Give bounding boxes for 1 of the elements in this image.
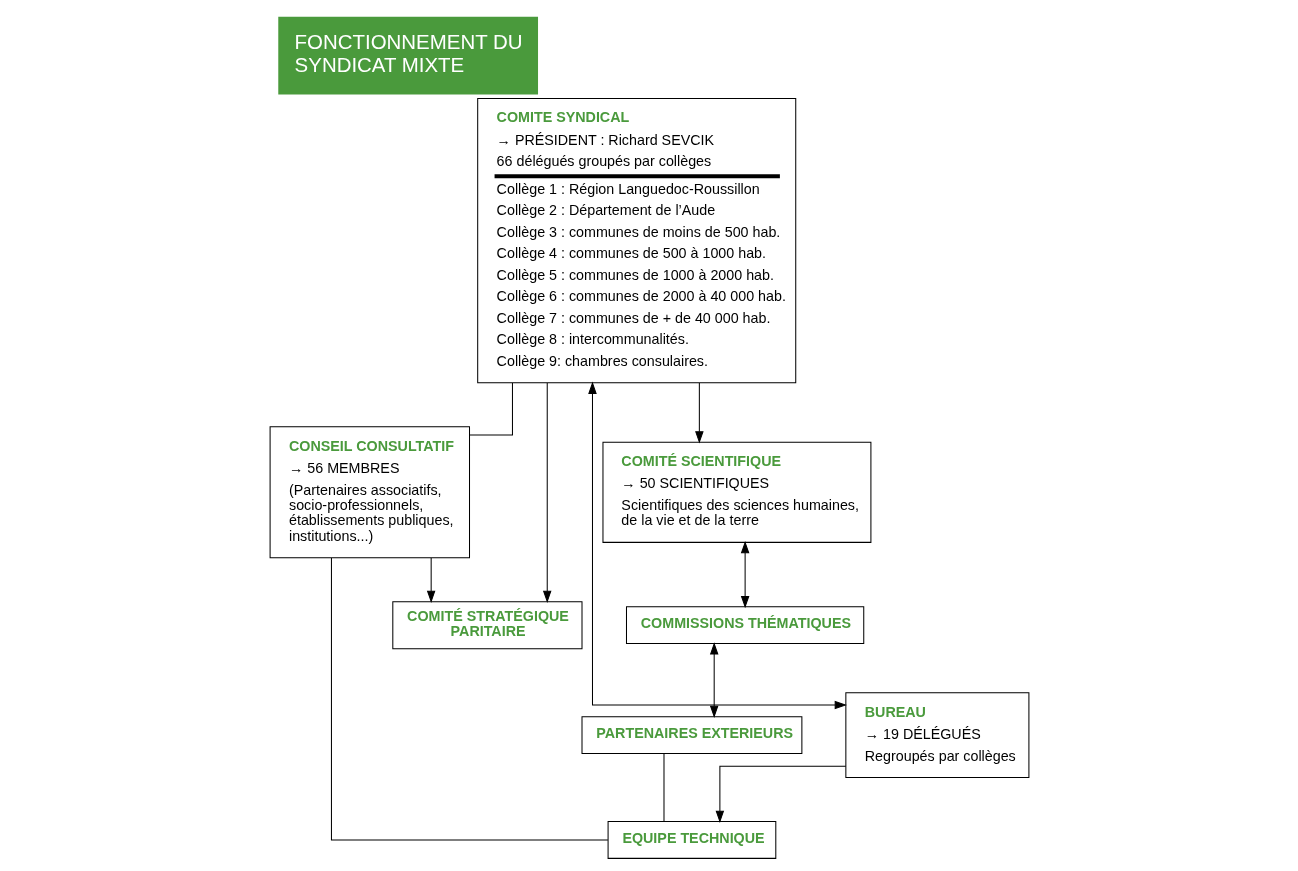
diagram-title: FONCTIONNEMENT DU SYNDICAT MIXTE xyxy=(294,30,522,76)
